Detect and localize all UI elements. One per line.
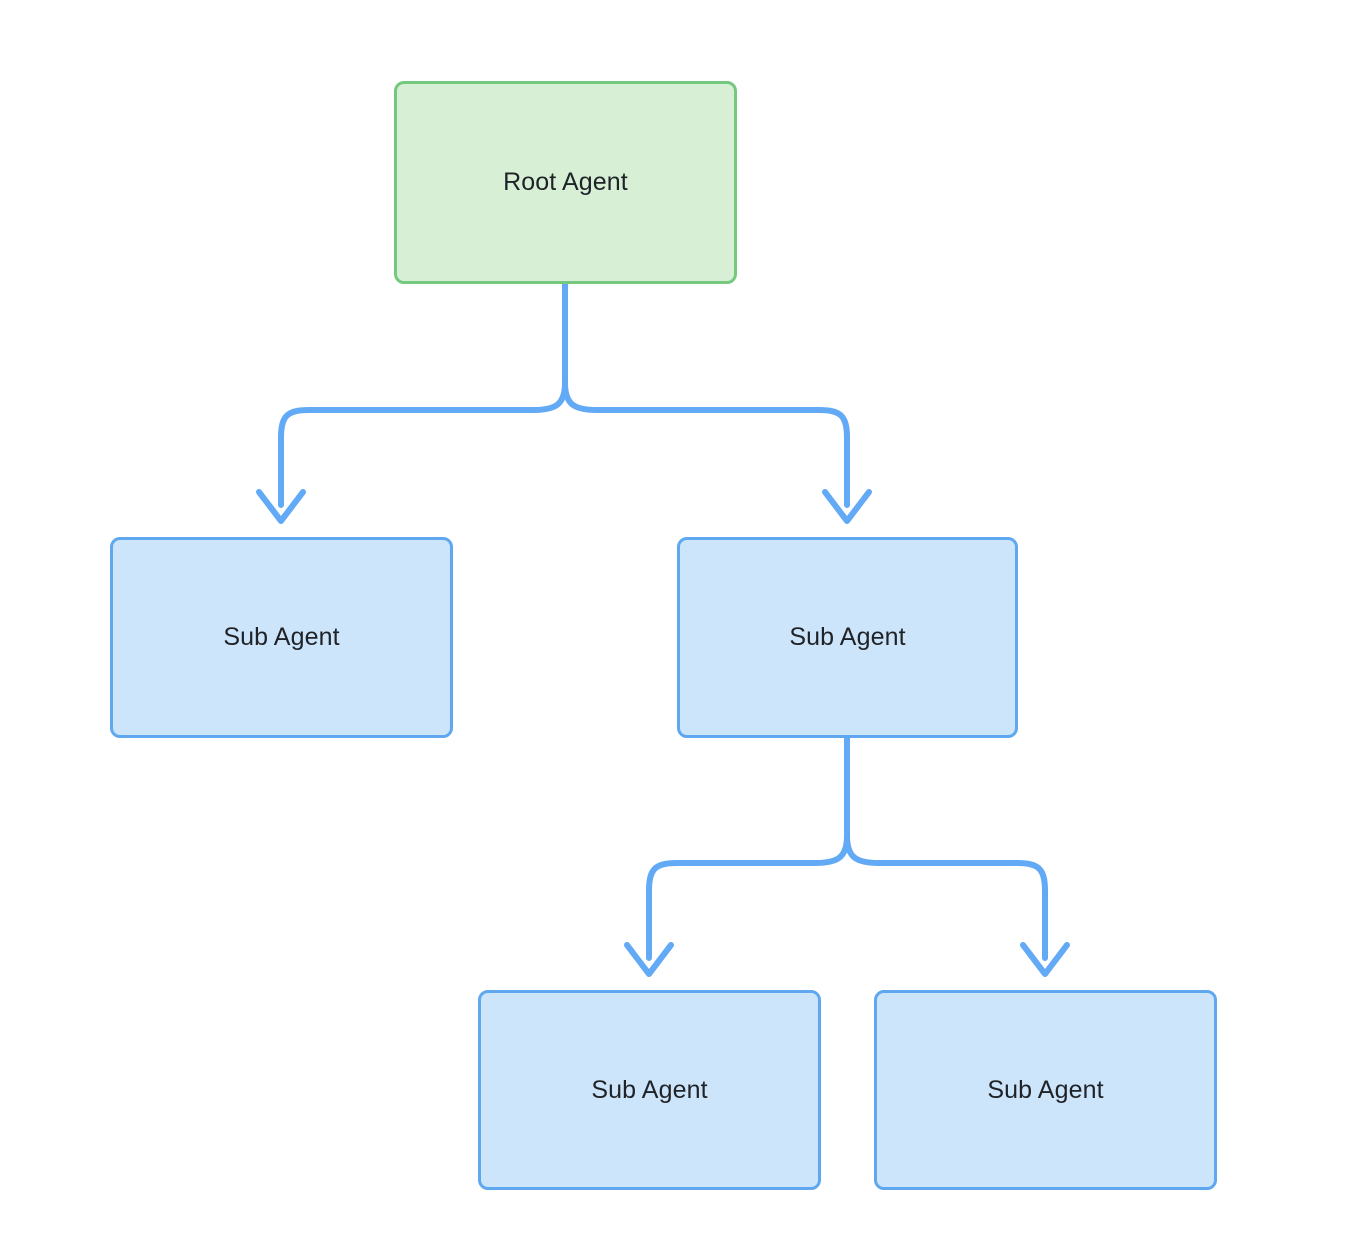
edge-path (646, 735, 850, 961)
arrowhead-chevron-down-icon (256, 489, 306, 524)
node-sub-agent-2[interactable]: Sub Agent (677, 537, 1018, 738)
node-sub-agent-1[interactable]: Sub Agent (110, 537, 453, 738)
edge-path (562, 281, 850, 508)
edge-sub-agent-2-to-sub-agent-4 (844, 735, 1070, 977)
node-sub-agent-3[interactable]: Sub Agent (478, 990, 821, 1190)
edge-root-to-sub-agent-2 (562, 281, 872, 524)
arrowhead-chevron-down-icon (1020, 942, 1070, 977)
arrowhead-chevron-down-icon (624, 942, 674, 977)
node-sub-agent-4[interactable]: Sub Agent (874, 990, 1217, 1190)
node-label: Sub Agent (591, 1075, 708, 1104)
edge-root-to-sub-agent-1 (256, 281, 568, 524)
edge-sub-agent-2-to-sub-agent-3 (624, 735, 850, 977)
arrowhead-chevron-down-icon (822, 489, 872, 524)
node-label: Sub Agent (223, 623, 340, 651)
node-root-agent[interactable]: Root Agent (394, 81, 737, 284)
edge-path (278, 281, 568, 508)
edge-path (844, 735, 1048, 961)
node-label: Sub Agent (987, 1075, 1104, 1104)
node-label: Sub Agent (789, 623, 906, 651)
node-label: Root Agent (503, 168, 628, 196)
